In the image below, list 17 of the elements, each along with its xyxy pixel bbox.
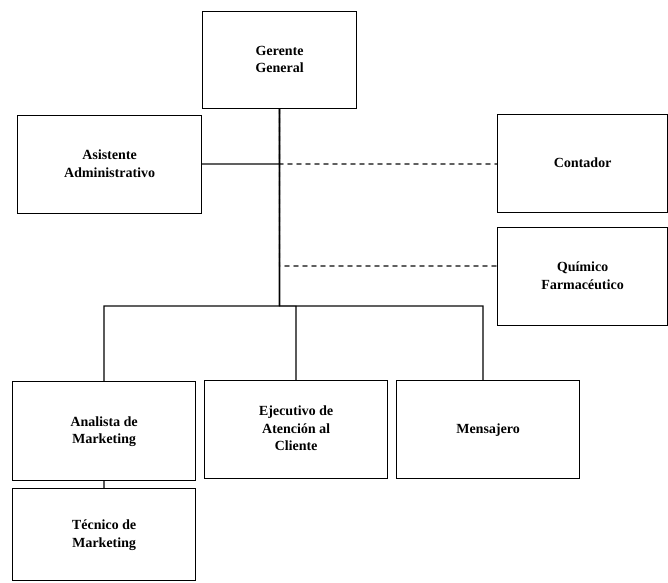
position-title: Asistente Administrativo [63, 147, 156, 182]
position-box [497, 227, 668, 326]
position-box [497, 114, 668, 213]
position-title: Técnico de Marketing [70, 517, 138, 552]
position-title: Gerente General [254, 42, 305, 78]
position-title: Ejecutivo de Atención al Cliente [258, 403, 334, 456]
position-title: Analista de Marketing [69, 414, 139, 448]
position-title: Químico Farmacéutico [540, 259, 625, 294]
position-box [202, 11, 357, 109]
position-box [17, 115, 202, 214]
position-box [12, 381, 196, 481]
connector [278, 109, 484, 380]
position-title: Mensajero [456, 420, 520, 438]
position-box [12, 488, 196, 581]
position-box [396, 380, 580, 479]
position-title: Contador [554, 154, 612, 172]
position-box [204, 380, 388, 479]
